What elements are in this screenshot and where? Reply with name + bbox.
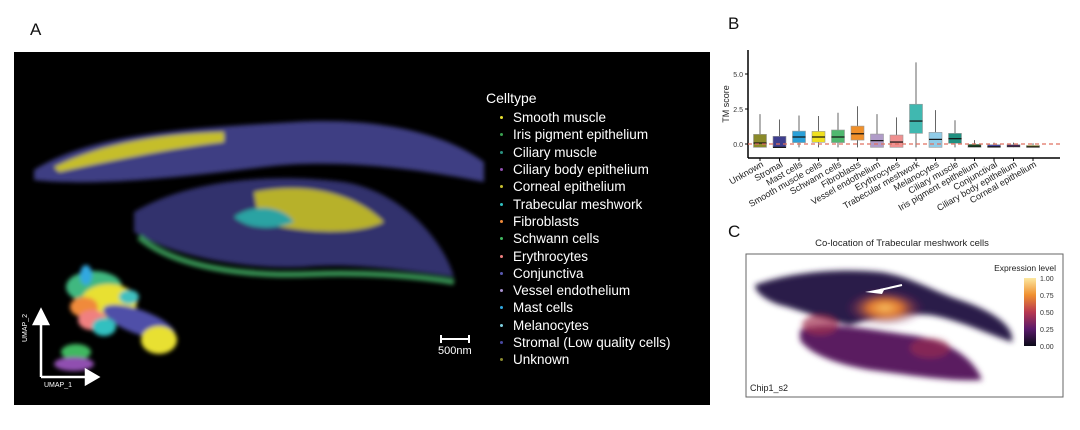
legend-dot-icon: [500, 341, 503, 344]
tissue-expression-map: [755, 270, 1013, 381]
box-unknown: [753, 114, 767, 148]
legend-dot-icon: [500, 306, 503, 310]
colorbar-tick-label: 0.25: [1040, 327, 1054, 334]
box: [772, 136, 787, 148]
box-erythrocytes: [889, 117, 904, 148]
colorbar-tick-label: 1.00: [1040, 276, 1054, 283]
legend-item: Fibroblasts: [486, 213, 671, 230]
box: [850, 125, 865, 141]
tissue-teal-patch: [234, 207, 294, 228]
legend-dot-icon: [500, 271, 503, 275]
legend-label: Ciliary body epithelium: [513, 162, 649, 178]
scale-bar: [440, 335, 470, 343]
legend-label: Iris pigment epithelium: [513, 127, 649, 143]
y-tick-label: 2.5: [733, 107, 743, 114]
box: [753, 134, 767, 148]
box-vessel-endothelium: [870, 114, 884, 148]
y-tick-label: 5.0: [733, 72, 743, 79]
legend-dot-icon: [500, 168, 503, 172]
umap-x-label: UMAP_1: [44, 382, 73, 389]
legend-label: Unknown: [513, 352, 570, 368]
umap-axes: [31, 307, 101, 387]
box-stromal: [772, 119, 787, 148]
legend-label: Melanocytes: [513, 317, 589, 333]
umap-y-label: UMAP_2: [22, 313, 29, 342]
box-melanocytes: [928, 110, 943, 148]
spatial-celltype-map: UMAP_2 UMAP_1 500nm Celltype Smooth musc…: [14, 52, 710, 405]
colorbar-tick-label: 0.00: [1040, 344, 1054, 351]
tissue-green-outline: [137, 234, 455, 285]
legend-item: Mast cells: [486, 299, 671, 316]
legend-item: Trabecular meshwork: [486, 195, 671, 212]
legend-item: Iris pigment epithelium: [486, 126, 671, 143]
legend-label: Conjunctiva: [513, 265, 584, 281]
box-conjunctival: [987, 142, 1001, 148]
legend-dot-icon: [500, 289, 503, 293]
legend-label: Corneal epithelium: [513, 179, 626, 195]
box: [909, 103, 923, 134]
box-ciliary-muscle: [948, 120, 962, 148]
legend-item: Unknown: [486, 351, 671, 368]
legend-label: Fibroblasts: [513, 213, 580, 229]
legend-dot-icon: [500, 219, 503, 223]
legend-dot-icon: [500, 116, 503, 120]
sample-label: Chip1_s2: [750, 383, 788, 393]
colorbar-title: Expression level: [994, 263, 1056, 273]
tissue-upper-band: [34, 121, 484, 183]
legend-dot-icon: [500, 323, 503, 327]
box: [831, 129, 845, 143]
legend-dot-icon: [500, 133, 503, 137]
y-axis-label: TM score: [721, 85, 731, 123]
tissue-scatter: [31, 121, 484, 387]
legend-item: Conjunctiva: [486, 265, 671, 282]
colocation-heatmap: Co-location of Trabecular meshwork cells…: [745, 238, 1064, 398]
legend-label: Erythrocytes: [513, 248, 589, 264]
scale-bar-label: 500nm: [438, 345, 472, 357]
legend-label: Mast cells: [513, 300, 574, 316]
legend-dot-icon: [500, 202, 503, 206]
legend-item: Stromal (Low quality cells): [486, 334, 671, 351]
y-tick-label: 0.0: [733, 142, 743, 149]
legend-title: Celltype: [486, 90, 537, 106]
box-ciliary-body-epithelium: [1006, 142, 1021, 148]
tissue-upper-smooth-muscle: [54, 132, 224, 172]
legend-dot-icon: [500, 254, 503, 258]
heatmap-title: Co-location of Trabecular meshwork cells: [815, 238, 989, 249]
legend-label: Schwann cells: [513, 231, 600, 247]
legend-label: Stromal (Low quality cells): [513, 335, 671, 350]
legend-dot-icon: [500, 150, 503, 154]
legend-dot-icon: [500, 358, 503, 362]
legend-label: Ciliary muscle: [513, 144, 598, 160]
legend-item: Vessel endothelium: [486, 282, 671, 299]
colorbar-tick-label: 0.50: [1040, 310, 1054, 317]
legend-label: Trabecular meshwork: [513, 196, 643, 212]
colorbar: [1024, 278, 1036, 346]
legend-item: Ciliary body epithelium: [486, 161, 671, 178]
legend-dot-icon: [500, 185, 503, 189]
legend-item: Smooth muscle: [486, 109, 671, 126]
panel-label-c: C: [728, 222, 741, 241]
legend-item: Schwann cells: [486, 230, 671, 247]
box-corneal-epithelium: [1026, 143, 1040, 148]
legend-item: Corneal epithelium: [486, 178, 671, 195]
legend-item: Melanocytes: [486, 317, 671, 334]
legend-item: Erythrocytes: [486, 247, 671, 264]
legend-item: Ciliary muscle: [486, 144, 671, 161]
panel-label-a: A: [30, 20, 42, 39]
box-schwann-cells: [831, 112, 845, 148]
legend-label: Vessel endothelium: [513, 283, 631, 299]
box-trabecular-meshwork: [909, 62, 923, 148]
panel-label-b: B: [728, 14, 740, 33]
legend-dot-icon: [500, 237, 503, 241]
legend-label: Smooth muscle: [513, 110, 607, 126]
colorbar-tick-label: 0.75: [1040, 293, 1054, 300]
box-fibroblasts: [850, 106, 865, 148]
box-mast-cells: [792, 115, 806, 148]
umap-inset: [54, 265, 177, 371]
box-smooth-muscle-cells: [811, 116, 826, 148]
box: [889, 134, 904, 148]
